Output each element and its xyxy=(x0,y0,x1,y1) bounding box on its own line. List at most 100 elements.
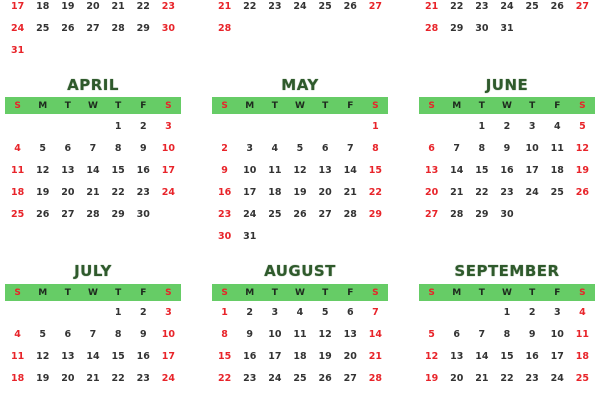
day-cell: 23 xyxy=(217,209,232,220)
day-cell: 15 xyxy=(368,165,383,176)
day-cell: 29 xyxy=(475,209,489,220)
day-cell: 16 xyxy=(500,165,514,176)
day-cell: 1 xyxy=(478,121,486,132)
day-cell: 26 xyxy=(343,1,357,12)
weekday-header: W xyxy=(295,100,305,111)
day-cell: 18 xyxy=(575,351,590,362)
weekday-header: T xyxy=(478,100,485,111)
day-cell: 2 xyxy=(139,307,147,318)
day-cell: 24 xyxy=(550,373,564,384)
day-cell: 11 xyxy=(10,351,25,362)
weekday-header: S xyxy=(372,287,379,298)
day-cell: 18 xyxy=(10,373,25,384)
day-cell: 13 xyxy=(61,351,75,362)
day-cell: 14 xyxy=(368,329,383,340)
day-cell: 18 xyxy=(293,351,307,362)
day-cell: 10 xyxy=(268,329,282,340)
day-cell: 11 xyxy=(10,165,25,176)
day-cell: 19 xyxy=(36,187,50,198)
weekday-header: T xyxy=(271,287,278,298)
day-cell: 29 xyxy=(450,23,464,34)
day-cell: 5 xyxy=(39,329,47,340)
day-cell: 22 xyxy=(111,373,125,384)
weekday-header: W xyxy=(295,287,305,298)
day-cell: 9 xyxy=(139,143,147,154)
day-cell: 27 xyxy=(61,209,75,220)
day-cell: 10 xyxy=(550,329,564,340)
day-cell: 4 xyxy=(579,307,586,318)
weekday-header: S xyxy=(14,287,21,298)
weekday-header: W xyxy=(502,287,512,298)
day-cell: 30 xyxy=(217,231,232,242)
day-cell: 19 xyxy=(575,165,590,176)
weekday-header: S xyxy=(14,100,21,111)
day-cell: 8 xyxy=(372,143,379,154)
day-cell: 27 xyxy=(86,23,100,34)
day-cell: 25 xyxy=(268,209,282,220)
day-cell: 1 xyxy=(372,121,379,132)
day-cell: 12 xyxy=(575,143,590,154)
weekday-header: S xyxy=(165,100,172,111)
day-cell: 24 xyxy=(161,187,176,198)
day-cell: 3 xyxy=(165,307,172,318)
weekday-header: S xyxy=(428,287,435,298)
day-cell: 28 xyxy=(86,209,100,220)
weekday-header: F xyxy=(554,100,561,111)
day-cell: 6 xyxy=(64,329,72,340)
day-cell: 9 xyxy=(246,329,254,340)
day-cell: 8 xyxy=(503,329,511,340)
day-cell: 31 xyxy=(10,45,25,56)
day-cell: 12 xyxy=(36,165,50,176)
day-cell: 14 xyxy=(450,165,464,176)
day-cell: 12 xyxy=(36,351,50,362)
day-cell: 3 xyxy=(528,121,536,132)
day-cell: 23 xyxy=(525,373,539,384)
day-cell: 4 xyxy=(14,329,21,340)
day-cell: 25 xyxy=(10,209,25,220)
day-cell: 11 xyxy=(293,329,307,340)
weekday-header: T xyxy=(271,100,278,111)
day-cell: 18 xyxy=(36,1,50,12)
day-cell: 23 xyxy=(475,1,489,12)
day-cell: 14 xyxy=(343,165,357,176)
day-cell: 21 xyxy=(111,1,125,12)
weekday-header: S xyxy=(579,100,586,111)
day-cell: 21 xyxy=(86,187,100,198)
day-cell: 9 xyxy=(503,143,511,154)
month-title: MAY xyxy=(281,76,319,94)
day-cell: 11 xyxy=(268,165,282,176)
weekday-header: T xyxy=(529,100,536,111)
day-cell: 7 xyxy=(372,307,379,318)
day-cell: 7 xyxy=(478,329,486,340)
day-cell: 10 xyxy=(161,143,176,154)
day-cell: 21 xyxy=(475,373,489,384)
day-cell: 30 xyxy=(136,209,150,220)
weekday-header: M xyxy=(452,100,462,111)
day-cell: 14 xyxy=(86,351,100,362)
day-cell: 6 xyxy=(321,143,329,154)
day-cell: 5 xyxy=(296,143,304,154)
day-cell: 3 xyxy=(553,307,561,318)
weekday-header: F xyxy=(347,100,354,111)
day-cell: 9 xyxy=(139,329,147,340)
day-cell: 16 xyxy=(136,351,150,362)
day-cell: 1 xyxy=(114,307,122,318)
day-cell: 17 xyxy=(243,187,257,198)
weekday-header: S xyxy=(221,287,228,298)
day-cell: 21 xyxy=(368,351,383,362)
weekday-header: M xyxy=(245,100,255,111)
day-cell: 19 xyxy=(318,351,332,362)
day-cell: 12 xyxy=(318,329,332,340)
day-cell: 16 xyxy=(243,351,257,362)
weekday-header: T xyxy=(115,287,122,298)
day-cell: 21 xyxy=(424,1,439,12)
day-cell: 12 xyxy=(424,351,439,362)
day-cell: 8 xyxy=(114,143,122,154)
day-cell: 6 xyxy=(346,307,354,318)
